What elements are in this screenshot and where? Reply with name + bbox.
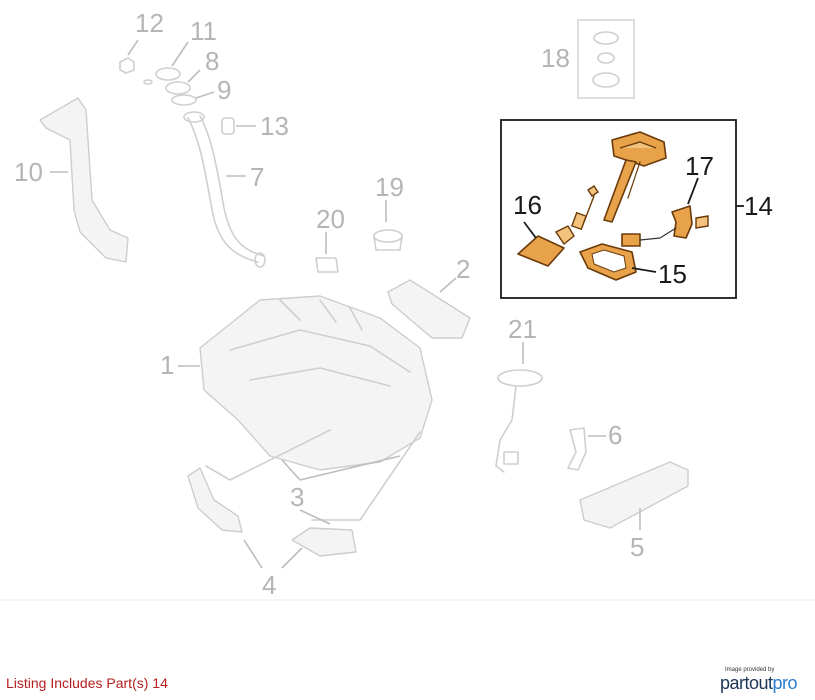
part-17-sender-bracket[interactable]: 17 (621, 151, 714, 247)
part-12-clip: 12 (119, 8, 164, 74)
callout-7: 7 (250, 162, 264, 192)
callout-1: 1 (160, 350, 174, 380)
part-6-bracket: 6 (567, 420, 622, 471)
part-8-cap-seal: 8 (165, 46, 219, 95)
part-7-filler-pipe: 7 (183, 111, 266, 268)
logo-brand: partoutpro (720, 673, 798, 694)
logo-brand-a: partout (720, 673, 773, 693)
listing-includes-text: Listing Includes Part(s) 14 (6, 675, 168, 691)
callout-4: 4 (262, 570, 276, 600)
part-4-brackets: 4 (187, 467, 357, 600)
part-19-grommet: 19 (373, 172, 404, 251)
callout-11: 11 (190, 16, 217, 46)
callout-18: 18 (541, 43, 570, 73)
callout-21: 21 (508, 314, 537, 344)
highlight-box-14: 14 (500, 119, 773, 299)
part-21-sender: 21 (495, 314, 543, 473)
callout-8: 8 (205, 46, 219, 76)
callout-5: 5 (630, 532, 644, 562)
logo-brand-b: pro (772, 673, 798, 693)
callout-13: 13 (260, 111, 289, 141)
callout-2: 2 (456, 254, 470, 284)
callout-14: 14 (744, 191, 773, 221)
callout-19: 19 (375, 172, 404, 202)
part-15-gasket[interactable]: 15 (579, 243, 687, 289)
logo-tagline: Image provided by (725, 667, 775, 673)
part-5-protector: 5 (579, 461, 689, 562)
part-1-fuel-tank: 1 (160, 295, 433, 471)
part-10-shield: 10 (14, 97, 129, 263)
part-18-seal-kit: 18 (541, 19, 635, 99)
part-14-fuel-pump-module[interactable] (603, 131, 667, 223)
part-9-gasket: 9 (171, 75, 231, 106)
part-2-heat-shield: 2 (387, 254, 471, 339)
pump-filter-pieces (571, 185, 599, 231)
callout-20: 20 (316, 204, 345, 234)
partoutpro-logo: Image provided by partoutpro (720, 665, 810, 695)
part-16-strainer[interactable]: 16 (513, 190, 575, 267)
callout-12: 12 (135, 8, 164, 38)
part-13-clip: 13 (221, 111, 289, 141)
part-20-clip: 20 (315, 204, 345, 273)
part-3-tank-straps: 3 (205, 429, 421, 525)
callout-6: 6 (608, 420, 622, 450)
callout-3: 3 (290, 482, 304, 512)
callout-9: 9 (217, 75, 231, 105)
callout-10: 10 (14, 157, 43, 187)
callout-17: 17 (685, 151, 714, 181)
part-11-cap: 11 (143, 16, 217, 85)
callout-16: 16 (513, 190, 542, 220)
callout-15: 15 (658, 259, 687, 289)
